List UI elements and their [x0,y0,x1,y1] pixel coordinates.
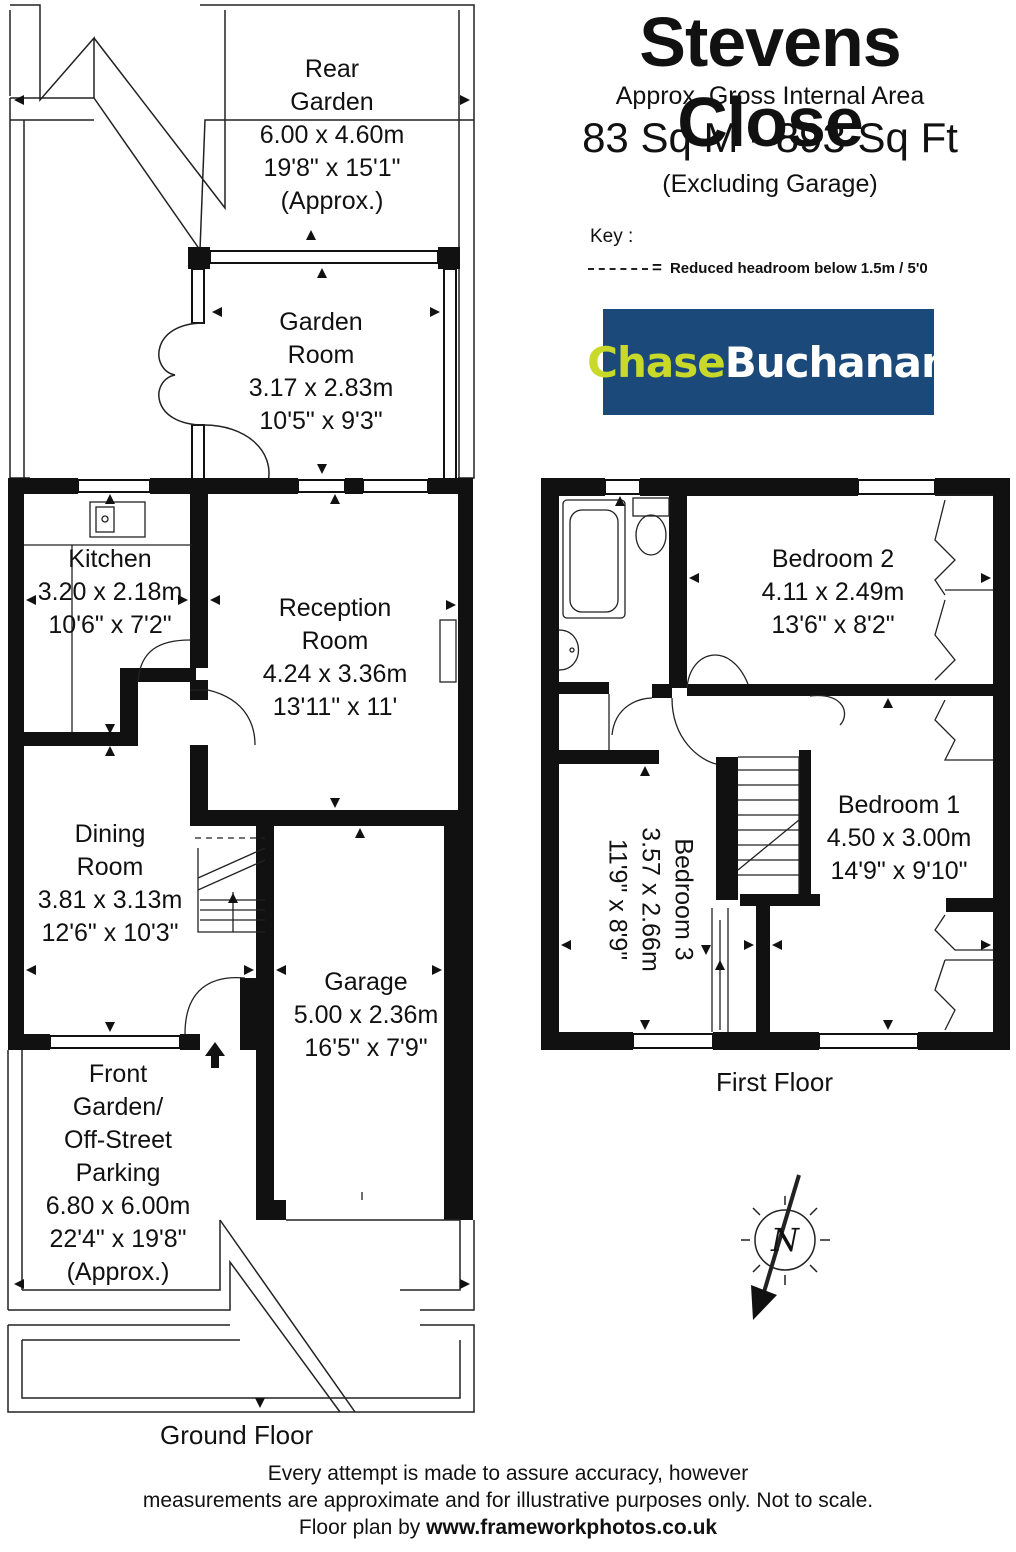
first-floor-arrows [561,496,991,1030]
logo-part-buchanan: Buchanan [724,337,951,387]
garden-room-arrows [212,268,440,474]
rear-garden-arrows [14,95,470,240]
ground-floor-windows [49,479,429,1049]
room-label-bedroom-2: Bedroom 2 4.11 x 2.49m 13'6" x 8'2" [761,545,905,639]
ground-floor-arrows [26,494,456,1068]
first-floor-windows [604,479,936,1049]
front-garden-arrows [14,1279,470,1408]
compass-north-letter: N [771,1221,799,1259]
first-floor-title: First Floor [716,1067,833,1097]
compass-north-arrow [751,1285,777,1320]
ground-floor-walls [8,478,473,1220]
gia-values: 83 Sq M - 893 Sq Ft [582,114,958,161]
credit-link[interactable]: www.frameworkphotos.co.uk [426,1516,718,1539]
dashed-line-symbol [588,267,648,270]
room-label-rear-garden: Rear Garden 6.00 x 4.60m 19'8" x 15'1" (… [259,55,405,215]
room-label-dining-room: Dining Room 3.81 x 3.13m 12'6" x 10'3" [37,820,183,947]
first-floor-fixtures [558,494,993,1032]
disclaimer-line-3: Floor plan by www.frameworkphotos.co.uk [0,1514,1016,1541]
room-label-bedroom-3: Bedroom 3 3.57 x 2.66m 11'9" x 8'9" [603,827,698,972]
room-label-bedroom-1: Bedroom 1 4.50 x 3.00m 14'9" x 9'10" [826,791,972,885]
disclaimer-line-1: Every attempt is made to assure accuracy… [267,1462,749,1485]
ground-floor-fixtures [24,501,457,1200]
key-legend: = Reduced headroom below 1.5m / 5'0 [588,258,928,278]
first-floor-walls [541,478,1010,1050]
key-equals: = [652,258,662,277]
credit-prefix: Floor plan by [298,1516,421,1539]
ground-floor-title: Ground Floor [160,1420,314,1450]
compass-rose [741,1174,830,1293]
room-label-front-garden: Front Garden/ Off-Street Parking 6.80 x … [45,1060,191,1286]
room-label-kitchen: Kitchen 3.20 x 2.18m 10'6" x 7'2" [37,545,183,639]
logo-part-chase: Chase [587,337,726,387]
gia-note: (Excluding Garage) [662,170,878,198]
gia-label: Approx. Gross Internal Area [615,82,925,110]
key-text: Reduced headroom below 1.5m / 5'0 [669,260,928,277]
disclaimer-line-2: measurements are approximate and for ill… [142,1489,874,1512]
key-label: Key : [590,226,634,247]
property-title: Stevens Close [639,3,901,161]
front-garden-boundary [7,1050,475,1413]
room-label-garage: Garage 5.00 x 2.36m 16'5" x 7'9" [293,968,439,1062]
room-label-garden-room: Garden Room 3.17 x 2.83m 10'5" x 9'3" [248,308,394,435]
disclaimer-footer: Every attempt is made to assure accuracy… [0,1460,1016,1541]
room-label-reception-room: Reception Room 4.24 x 3.36m 13'11" x 11' [262,594,408,721]
